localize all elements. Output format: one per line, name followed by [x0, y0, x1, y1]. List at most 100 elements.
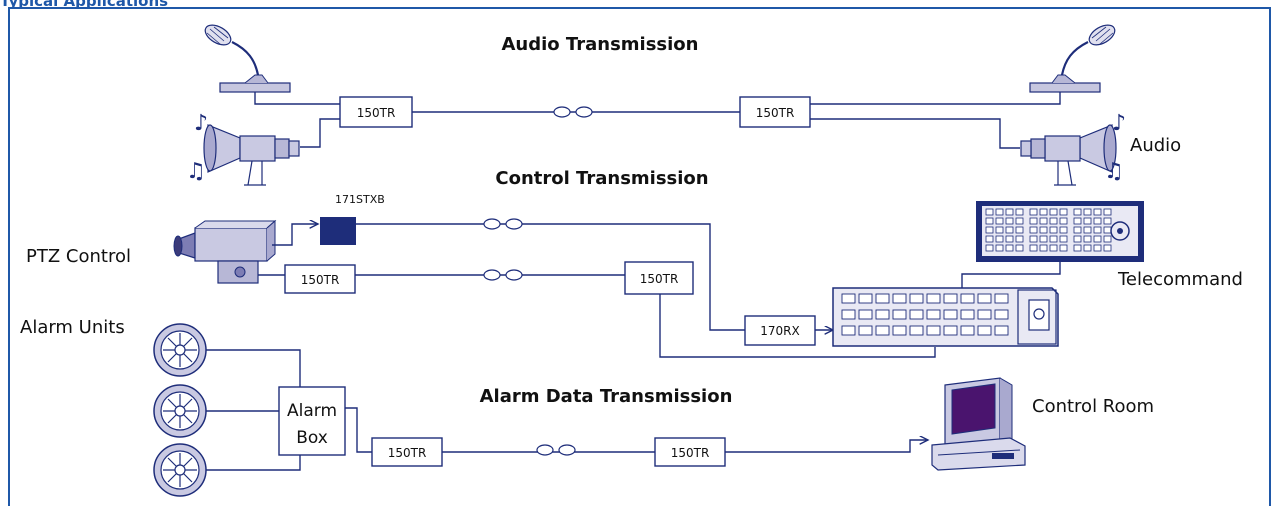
- alarm-data-transmission-title: Alarm Data Transmission: [480, 386, 733, 407]
- music-note-icon-r1: ♪: [1112, 111, 1126, 136]
- frame-border: [8, 7, 1271, 506]
- alarm-box: [278, 386, 346, 456]
- audio-label: Audio: [1130, 135, 1181, 156]
- microphone-icon-right: [1029, 24, 1116, 93]
- horn-speaker-icon-right: [1020, 124, 1117, 186]
- panel-key: [994, 309, 1009, 320]
- keyboard-key: [1005, 226, 1014, 234]
- device-box-alarm-right: [654, 437, 726, 467]
- keyboard-key: [1093, 235, 1102, 243]
- keyboard-key: [995, 217, 1004, 225]
- keyboard-key: [1015, 226, 1024, 234]
- keyboard-key: [1029, 208, 1038, 216]
- keyboard-key: [1083, 244, 1092, 252]
- panel-key: [841, 293, 856, 304]
- panel-key: [858, 325, 873, 336]
- alarm-box-line1: Alarm: [287, 401, 337, 421]
- keyboard-key: [1083, 217, 1092, 225]
- panel-key: [892, 325, 907, 336]
- keyboard-key: [1029, 217, 1038, 225]
- keyboard-key: [1103, 217, 1112, 225]
- keyboard-key: [1059, 226, 1068, 234]
- device-label-alarm-left: 150TR: [388, 446, 427, 460]
- device-box-audio-right: [739, 96, 811, 128]
- keyboard-key: [1103, 244, 1112, 252]
- panel-key: [943, 293, 958, 304]
- keyboard-key: [1039, 208, 1048, 216]
- fiber-loop-icon-control-bottom: [483, 269, 523, 281]
- alarm-units-label: Alarm Units: [20, 317, 125, 338]
- panel-key: [858, 293, 873, 304]
- panel-key: [926, 309, 941, 320]
- panel-key: [841, 325, 856, 336]
- keyboard-key: [985, 226, 994, 234]
- keyboard-key: [1015, 235, 1024, 243]
- horn-speaker-icon-left: [203, 124, 300, 186]
- keyboard-icon: [976, 201, 1144, 262]
- keyboard-key: [1083, 226, 1092, 234]
- keyboard-key: [1039, 217, 1048, 225]
- panel-key: [977, 325, 992, 336]
- panel-key: [960, 293, 975, 304]
- keyboard-key: [1049, 235, 1058, 243]
- keyboard-key: [995, 226, 1004, 234]
- control-panel-icon: [832, 287, 1059, 347]
- stxb-label: 171STXB: [335, 193, 385, 206]
- keyboard-key: [1073, 226, 1082, 234]
- microphone-icon-left: [204, 24, 291, 93]
- keyboard-key: [1005, 217, 1014, 225]
- panel-key: [943, 309, 958, 320]
- device-label-rx: 170RX: [760, 324, 799, 338]
- keyboard-key: [985, 235, 994, 243]
- keyboard-key: [985, 217, 994, 225]
- keyboard-key: [1103, 208, 1112, 216]
- keyboard-key: [1093, 208, 1102, 216]
- keyboard-key: [1073, 235, 1082, 243]
- device-box-control: [624, 261, 694, 295]
- keyboard-key: [1073, 217, 1082, 225]
- panel-key: [960, 309, 975, 320]
- device-label-audio-left: 150TR: [357, 106, 396, 120]
- keyboard-key: [1039, 244, 1048, 252]
- music-note-icon-r2: ♫: [1104, 159, 1124, 184]
- telecommand-label: Telecommand: [1117, 269, 1243, 290]
- panel-key: [943, 325, 958, 336]
- panel-key: [909, 293, 924, 304]
- device-label-alarm-right: 150TR: [671, 446, 710, 460]
- control-room-label: Control Room: [1032, 396, 1154, 417]
- device-box-alarm-left: [371, 437, 443, 467]
- panel-key: [909, 309, 924, 320]
- device-box-rx: [744, 315, 816, 346]
- keyboard-key: [1049, 217, 1058, 225]
- panel-key: [858, 309, 873, 320]
- keyboard-key: [1073, 244, 1082, 252]
- alarm-unit-icon-1: [153, 323, 207, 377]
- keyboard-key: [1039, 226, 1048, 234]
- keyboard-key: [1073, 208, 1082, 216]
- panel-key: [977, 309, 992, 320]
- panel-key: [875, 325, 890, 336]
- panel-key: [926, 325, 941, 336]
- panel-key: [994, 325, 1009, 336]
- keyboard-key: [1015, 244, 1024, 252]
- fiber-loop-icon-control-top: [483, 218, 523, 230]
- panel-key: [892, 309, 907, 320]
- keyboard-key: [1029, 226, 1038, 234]
- computer-icon: [931, 377, 1026, 471]
- keyboard-key: [985, 244, 994, 252]
- page-heading: Typical Applications: [0, 0, 169, 10]
- panel-key: [892, 293, 907, 304]
- keyboard-key: [995, 235, 1004, 243]
- panel-key: [841, 309, 856, 320]
- keyboard-key: [1049, 244, 1058, 252]
- music-note-icon-l1: ♪: [194, 111, 208, 136]
- keyboard-key: [1059, 235, 1068, 243]
- keyboard-key: [1039, 235, 1048, 243]
- device-label-audio-right: 150TR: [756, 106, 795, 120]
- keyboard-key: [1059, 244, 1068, 252]
- keyboard-key: [1093, 226, 1102, 234]
- keyboard-key: [1093, 217, 1102, 225]
- device-box-ptz: [284, 264, 356, 294]
- keyboard-key: [1059, 217, 1068, 225]
